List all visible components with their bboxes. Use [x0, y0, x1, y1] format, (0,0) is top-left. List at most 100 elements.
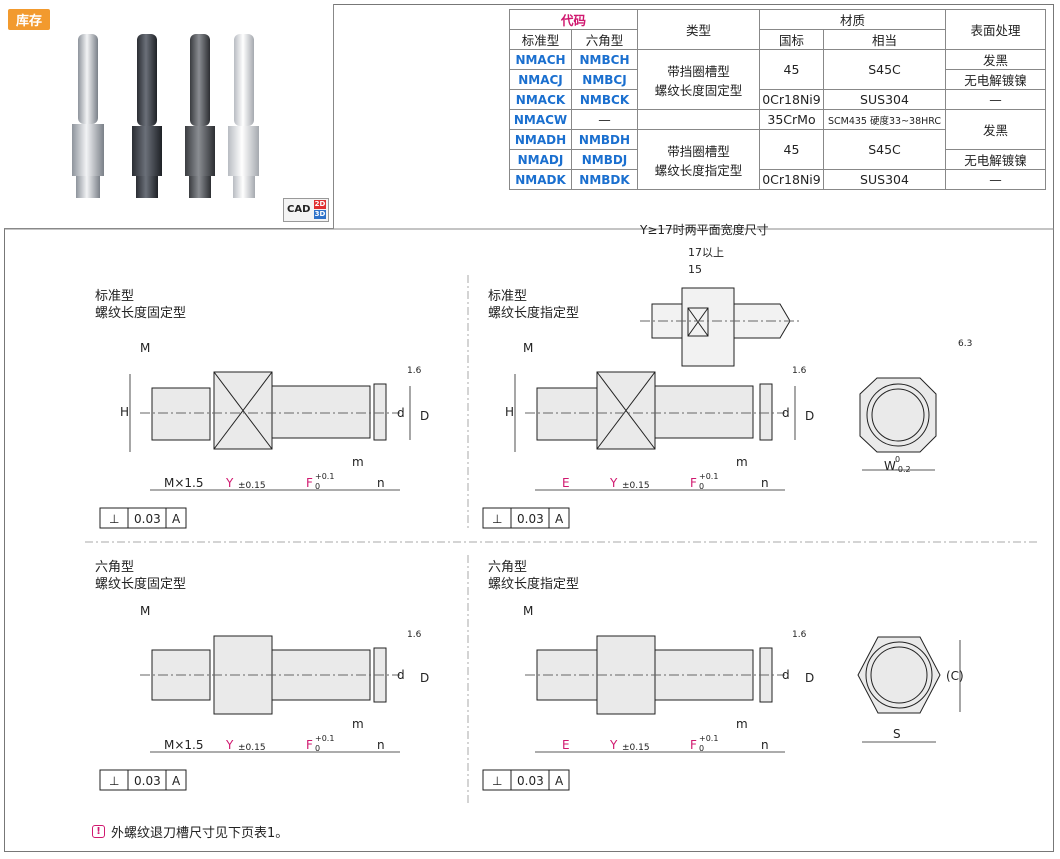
dim-Y: Y: [609, 738, 618, 752]
cad-badge[interactable]: CAD 2D 3D: [283, 198, 329, 222]
dim-d: d: [397, 406, 405, 420]
surface: —: [945, 169, 1046, 190]
code-hex: NMBDJ: [571, 149, 638, 170]
dim-F-tol-lo: 0: [699, 744, 704, 753]
surface: 发黑: [945, 109, 1046, 150]
label-hex-fixed: 六角型螺纹长度固定型: [95, 560, 187, 592]
shaft-section: [271, 385, 371, 439]
perp-datum: A: [555, 512, 564, 526]
mat-gb: 45: [759, 129, 824, 170]
cad-3d: 3D: [314, 210, 326, 219]
perp-sym: ⊥: [109, 512, 119, 526]
note-top: Y≥17时两平面宽度尺寸: [639, 222, 769, 237]
dim-D: D: [805, 671, 814, 685]
rough-16: 1.6: [792, 366, 807, 376]
dim-15: 15: [688, 263, 702, 276]
dim-F: F: [690, 476, 697, 490]
info-icon: !: [92, 825, 105, 838]
flats-detail: [651, 287, 791, 367]
pin-black-1: [132, 34, 162, 198]
rough-63: 6.3: [958, 339, 972, 349]
dim-n: n: [377, 476, 385, 490]
surface: 无电解镀镍: [945, 149, 1046, 170]
dim-E: E: [562, 476, 570, 490]
hdr-code: 代码: [509, 9, 638, 30]
dim-d: d: [782, 406, 790, 420]
dim-F: F: [690, 738, 697, 752]
perp-datum: A: [555, 774, 564, 788]
dim-n: n: [377, 738, 385, 752]
pin-black-2: [185, 34, 215, 198]
dim-M: M: [523, 604, 533, 618]
dim-D: D: [420, 671, 429, 685]
label-std-spec: 标准型螺纹长度指定型: [488, 289, 580, 321]
dim-F-tol-lo: 0: [315, 482, 320, 491]
dim-F-tol-up: +0.1: [315, 734, 334, 743]
dim-D: D: [805, 409, 814, 423]
dim-n: n: [761, 476, 769, 490]
dim-m: m: [736, 455, 748, 469]
perp-sym: ⊥: [109, 774, 119, 788]
code-hex: NMBCJ: [571, 69, 638, 90]
dim-Y-tol: ±0.15: [622, 481, 650, 491]
dim-C: (C): [946, 669, 964, 683]
dim-M: M: [140, 341, 150, 355]
end-view-round: [859, 377, 937, 453]
type-spec: 带挡圈槽型螺纹长度指定型: [637, 129, 760, 190]
dim-H: H: [120, 405, 129, 419]
perp-val: 0.03: [517, 512, 544, 526]
perp-datum: A: [172, 774, 181, 788]
dim-H: H: [505, 405, 514, 419]
mat-equiv: S45C: [823, 129, 946, 170]
dim-F: F: [306, 738, 313, 752]
spec-table: 代码 类型 材质 表面处理 标准型 六角型 国标 相当 NMACH NMBCH …: [509, 9, 1046, 190]
type-fixed: 带挡圈槽型螺纹长度固定型: [637, 49, 760, 110]
dim-M: M: [523, 341, 533, 355]
dim-F-tol-lo: 0: [699, 482, 704, 491]
dim-F-tol-lo: 0: [315, 744, 320, 753]
code-std: NMACJ: [509, 69, 572, 90]
rough-16: 1.6: [792, 630, 807, 640]
dim-n: n: [761, 738, 769, 752]
perp-sym: ⊥: [492, 512, 502, 526]
mat-equiv: SUS304: [823, 169, 946, 190]
dim-M: M: [140, 604, 150, 618]
label-hex-spec: 六角型螺纹长度指定型: [488, 560, 580, 592]
dim-lines: [129, 374, 961, 753]
hdr-surface: 表面处理: [945, 9, 1046, 50]
dim-d: d: [782, 668, 790, 682]
dim-F-tol-up: +0.1: [315, 472, 334, 481]
dim-D: D: [420, 409, 429, 423]
perp-boxes: [99, 507, 570, 791]
stock-tag: 库存: [8, 9, 51, 30]
footnote: ! 外螺纹退刀槽尺寸见下页表1。: [92, 822, 288, 841]
perp-sym: ⊥: [492, 774, 502, 788]
cad-label: CAD: [287, 204, 311, 215]
footnote-text: 外螺纹退刀槽尺寸见下页表1。: [111, 826, 289, 841]
rough-16: 1.6: [407, 630, 422, 640]
pin-silver: [72, 34, 104, 198]
dim-m: m: [352, 717, 364, 731]
perp-datum: A: [172, 512, 181, 526]
code-hex: NMBDK: [571, 169, 638, 190]
dim-m: m: [736, 717, 748, 731]
dim-F: F: [306, 476, 313, 490]
dim-d: d: [397, 668, 405, 682]
thread-section: [151, 387, 211, 441]
code-std: NMACK: [509, 89, 572, 110]
dim-Y-tol: ±0.15: [238, 743, 266, 753]
dim-Y: Y: [609, 476, 618, 490]
dim-E: E: [562, 738, 570, 752]
mat-gb: 0Cr18Ni9: [759, 169, 824, 190]
dim-W-tol-up: 0: [895, 455, 900, 464]
pin-std-spec: [536, 371, 773, 450]
dim-W: W: [884, 459, 896, 473]
code-hex: NMBCH: [571, 49, 638, 70]
dim-m: m: [352, 455, 364, 469]
product-photo: [72, 34, 259, 198]
perp-val: 0.03: [134, 512, 161, 526]
hdr-hex: 六角型: [571, 29, 638, 50]
dim-17: 17以上: [688, 246, 724, 259]
perp-val: 0.03: [517, 774, 544, 788]
